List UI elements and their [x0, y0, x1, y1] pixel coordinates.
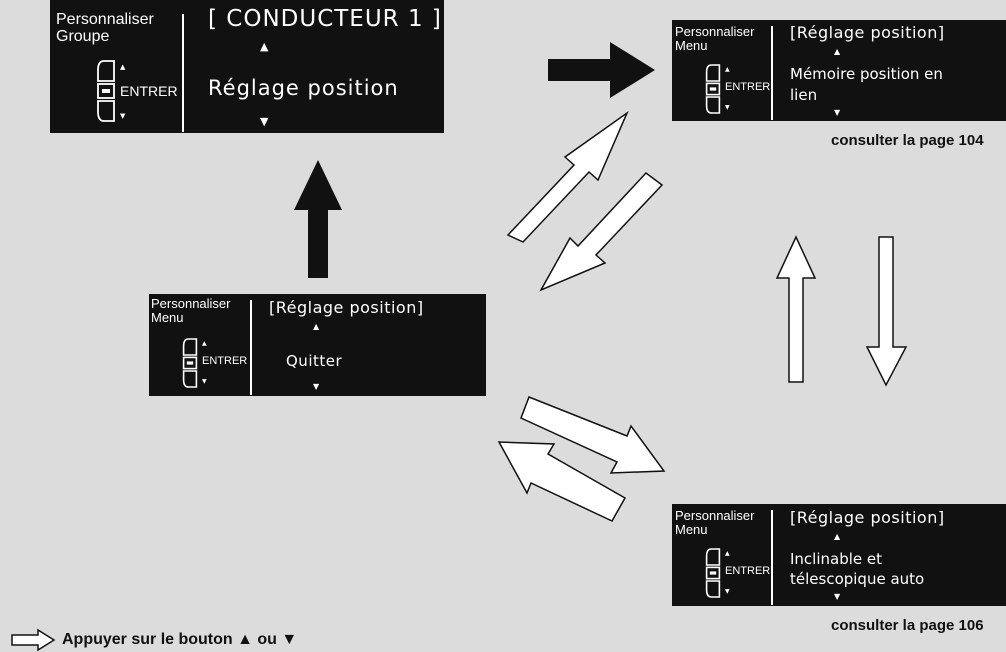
up-down-enter-control-icon [705, 64, 721, 114]
scroll-down-indicator: ▼ [834, 592, 841, 601]
screen-title: [Réglage position] [269, 298, 424, 317]
down-triangle-icon: ▼ [725, 588, 730, 595]
screen-title: [Réglage position] [790, 23, 945, 42]
down-triangle-icon: ▼ [202, 378, 207, 385]
screen-memory: Personnaliser Menu ▲ ENTRER ▼ [Réglage p… [672, 20, 1006, 121]
solid-arrow-right [548, 42, 655, 98]
scroll-down-indicator: ▼ [313, 382, 320, 391]
legend-text: Appuyer sur le bouton ▲ ou ▼ [62, 631, 298, 648]
panel-divider [771, 26, 773, 120]
up-down-enter-control-icon [97, 60, 115, 122]
scroll-up-indicator: ▲ [313, 322, 320, 331]
solid-arrow-up [294, 160, 342, 278]
down-triangle-icon: ▼ [120, 112, 126, 120]
menu-item-line-1: Mémoire position en [790, 65, 943, 83]
up-triangle-icon: ▲ [725, 66, 730, 73]
page-reference: consulter la page 104 [831, 132, 984, 149]
hollow-arrow-tilt-to-quit [497, 441, 627, 522]
screen-driver: Personnaliser Groupe ▲ ENTRER ▼ [ CONDUC… [50, 0, 444, 133]
scroll-up-indicator: ▲ [260, 40, 269, 53]
menu-item: Réglage position [208, 76, 399, 100]
menu-item: Quitter [286, 352, 343, 370]
screen-quit: Personnaliser Menu ▲ ENTRER ▼ [Réglage p… [149, 294, 486, 396]
enter-label: ENTRER [725, 81, 771, 93]
hollow-arrow-quit-to-tilt [520, 396, 666, 474]
scroll-up-indicator: ▲ [834, 532, 841, 541]
down-triangle-icon: ▼ [725, 104, 730, 111]
hollow-arrow-quit-to-memory [506, 110, 629, 243]
up-triangle-icon: ▲ [725, 550, 730, 557]
hollow-arrow-up-vertical [775, 235, 817, 383]
scroll-down-indicator: ▼ [260, 115, 269, 128]
up-down-enter-control-icon [182, 338, 198, 388]
scroll-down-indicator: ▼ [834, 108, 841, 117]
up-triangle-icon: ▲ [202, 340, 207, 347]
page-reference: consulter la page 106 [831, 617, 984, 634]
screen-left-label: Personnaliser Menu [675, 508, 755, 537]
enter-label: ENTRER [202, 355, 248, 367]
menu-item-line-2: lien [790, 86, 818, 104]
enter-label: ENTRER [725, 565, 771, 577]
screen-left-label: Personnaliser Menu [675, 24, 755, 53]
up-triangle-icon: ▲ [120, 63, 126, 71]
screen-title: [ CONDUCTEUR 1 ] [208, 6, 442, 32]
screen-left-label: Personnaliser Menu [151, 296, 231, 325]
panel-divider [182, 14, 184, 132]
menu-item-line-1: Inclinable et [790, 550, 883, 568]
hollow-arrow-legend-icon [11, 628, 56, 652]
screen-tilt: Personnaliser Menu ▲ ENTRER ▼ [Réglage p… [672, 504, 1006, 606]
menu-item-line-2: télescopique auto [790, 570, 925, 588]
screen-left-label: Personnaliser Groupe [56, 11, 154, 45]
enter-label: ENTRER [120, 83, 178, 99]
panel-divider [771, 510, 773, 605]
hollow-arrow-memory-to-quit [539, 171, 664, 292]
hollow-arrow-down-vertical [865, 236, 908, 387]
scroll-up-indicator: ▲ [834, 47, 841, 56]
panel-divider [250, 300, 252, 395]
up-down-enter-control-icon [705, 548, 721, 598]
screen-title: [Réglage position] [790, 508, 945, 527]
